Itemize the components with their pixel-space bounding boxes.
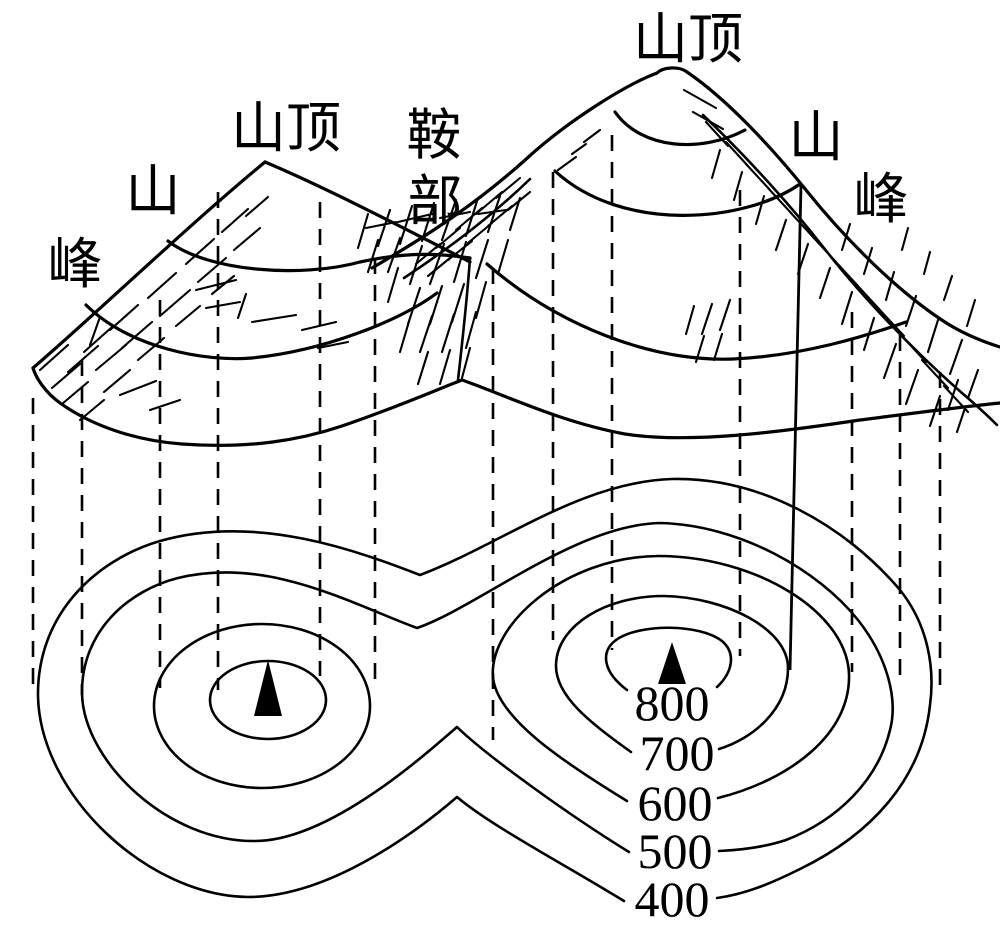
label-left-peak-char-shan: 山 bbox=[125, 161, 180, 222]
contour-map: 800 700 600 500 400 bbox=[36, 477, 933, 927]
saddle-gully-line bbox=[456, 256, 472, 382]
elevation-label-500: 500 bbox=[638, 823, 713, 879]
right-mountain-summit-cap bbox=[655, 66, 689, 75]
contour-line-600-right bbox=[491, 554, 851, 803]
label-right-summit: 山顶 bbox=[633, 9, 743, 70]
label-saddle-char-bu: 部 bbox=[407, 171, 462, 232]
contour-line-500 bbox=[80, 521, 894, 854]
hatch-left-slope bbox=[38, 195, 270, 422]
right-mountain-contour-3 bbox=[485, 262, 908, 361]
peak-marker-left bbox=[254, 660, 282, 716]
elevation-label-600: 600 bbox=[638, 775, 713, 831]
elevation-label-700: 700 bbox=[640, 725, 715, 781]
right-mountain-skyline bbox=[685, 70, 1000, 349]
left-mountain-skyline bbox=[263, 160, 472, 264]
summit-projection-solid-line bbox=[788, 184, 803, 671]
elevation-label-800: 800 bbox=[635, 675, 710, 731]
contour-line-700-right bbox=[554, 594, 790, 754]
left-mountain-ridge bbox=[31, 160, 267, 370]
label-right-peak-char-shan: 山 bbox=[788, 107, 843, 168]
right-mountain-summit-oval bbox=[613, 110, 747, 147]
label-saddle-char-an: 鞍 bbox=[406, 105, 461, 166]
contour-line-600-left bbox=[152, 622, 372, 790]
hatch-right-cliff bbox=[704, 120, 980, 434]
massif-base-line bbox=[31, 366, 1000, 447]
right-cliff-lower-edge bbox=[701, 113, 999, 427]
perspective-view bbox=[31, 66, 1000, 447]
label-left-summit: 山顶 bbox=[231, 98, 341, 159]
contour-line-400 bbox=[36, 477, 933, 903]
right-mountain-saddle-band-edge bbox=[402, 177, 532, 280]
elevation-label-400: 400 bbox=[635, 871, 710, 927]
hatch-summit-oval-marks bbox=[556, 88, 725, 172]
labels: 山顶 山 峰 鞍 部 山顶 山 峰 bbox=[47, 9, 908, 295]
label-left-peak-char-feng: 峰 bbox=[47, 234, 102, 295]
hatch-right-saddle-band bbox=[414, 176, 732, 364]
left-mountain-contour-2 bbox=[84, 291, 439, 361]
contour-line-800-right bbox=[604, 626, 733, 692]
peak-marker-right bbox=[658, 642, 686, 684]
label-right-peak-char-feng: 峰 bbox=[853, 169, 908, 230]
